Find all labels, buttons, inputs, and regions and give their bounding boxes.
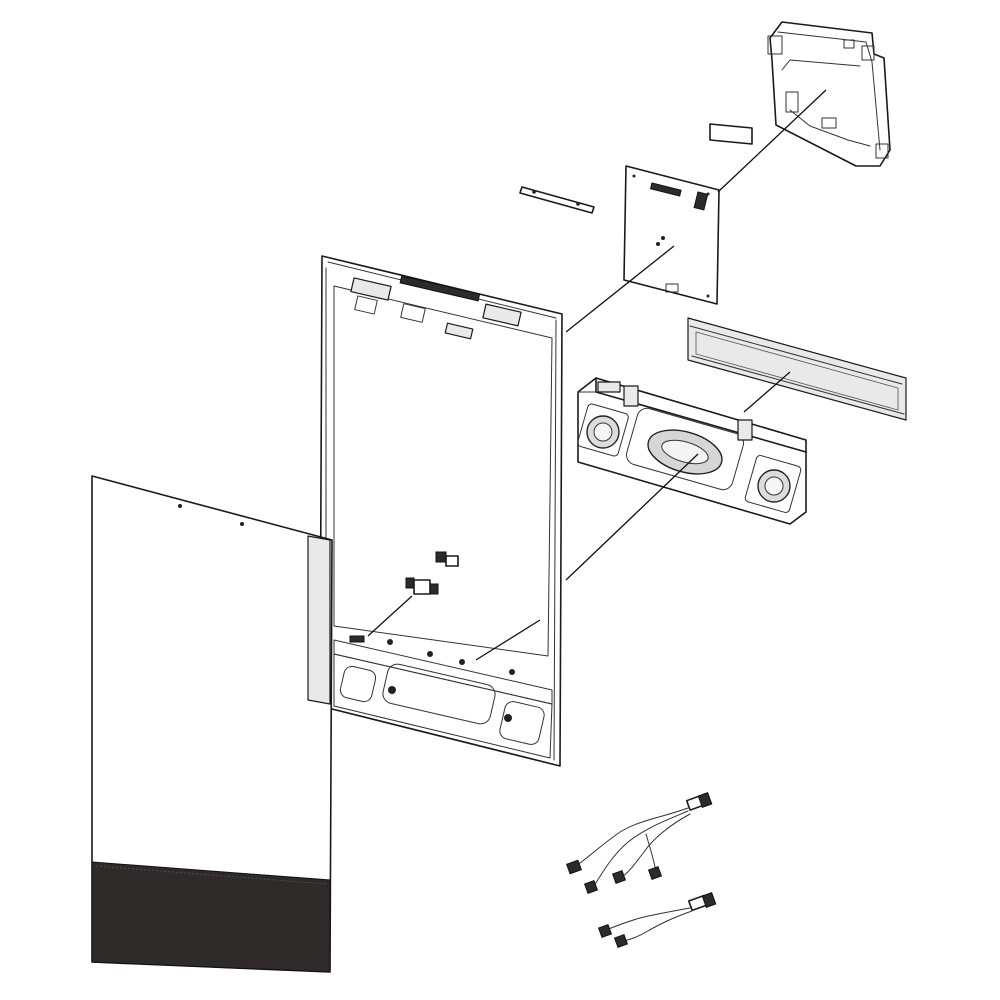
light-bar-cover	[687, 317, 907, 421]
main-wire-harness	[566, 792, 713, 895]
leader-lines	[367, 89, 827, 661]
speaker-assembly	[577, 377, 807, 525]
small-label-plate	[709, 123, 753, 145]
narrow-bracket-strip	[519, 186, 595, 214]
door-frame	[319, 255, 563, 767]
secondary-wire-harness	[597, 892, 717, 949]
control-board	[623, 165, 720, 305]
outer-glass-panel	[91, 475, 333, 973]
rear-bracket-housing	[767, 21, 891, 167]
